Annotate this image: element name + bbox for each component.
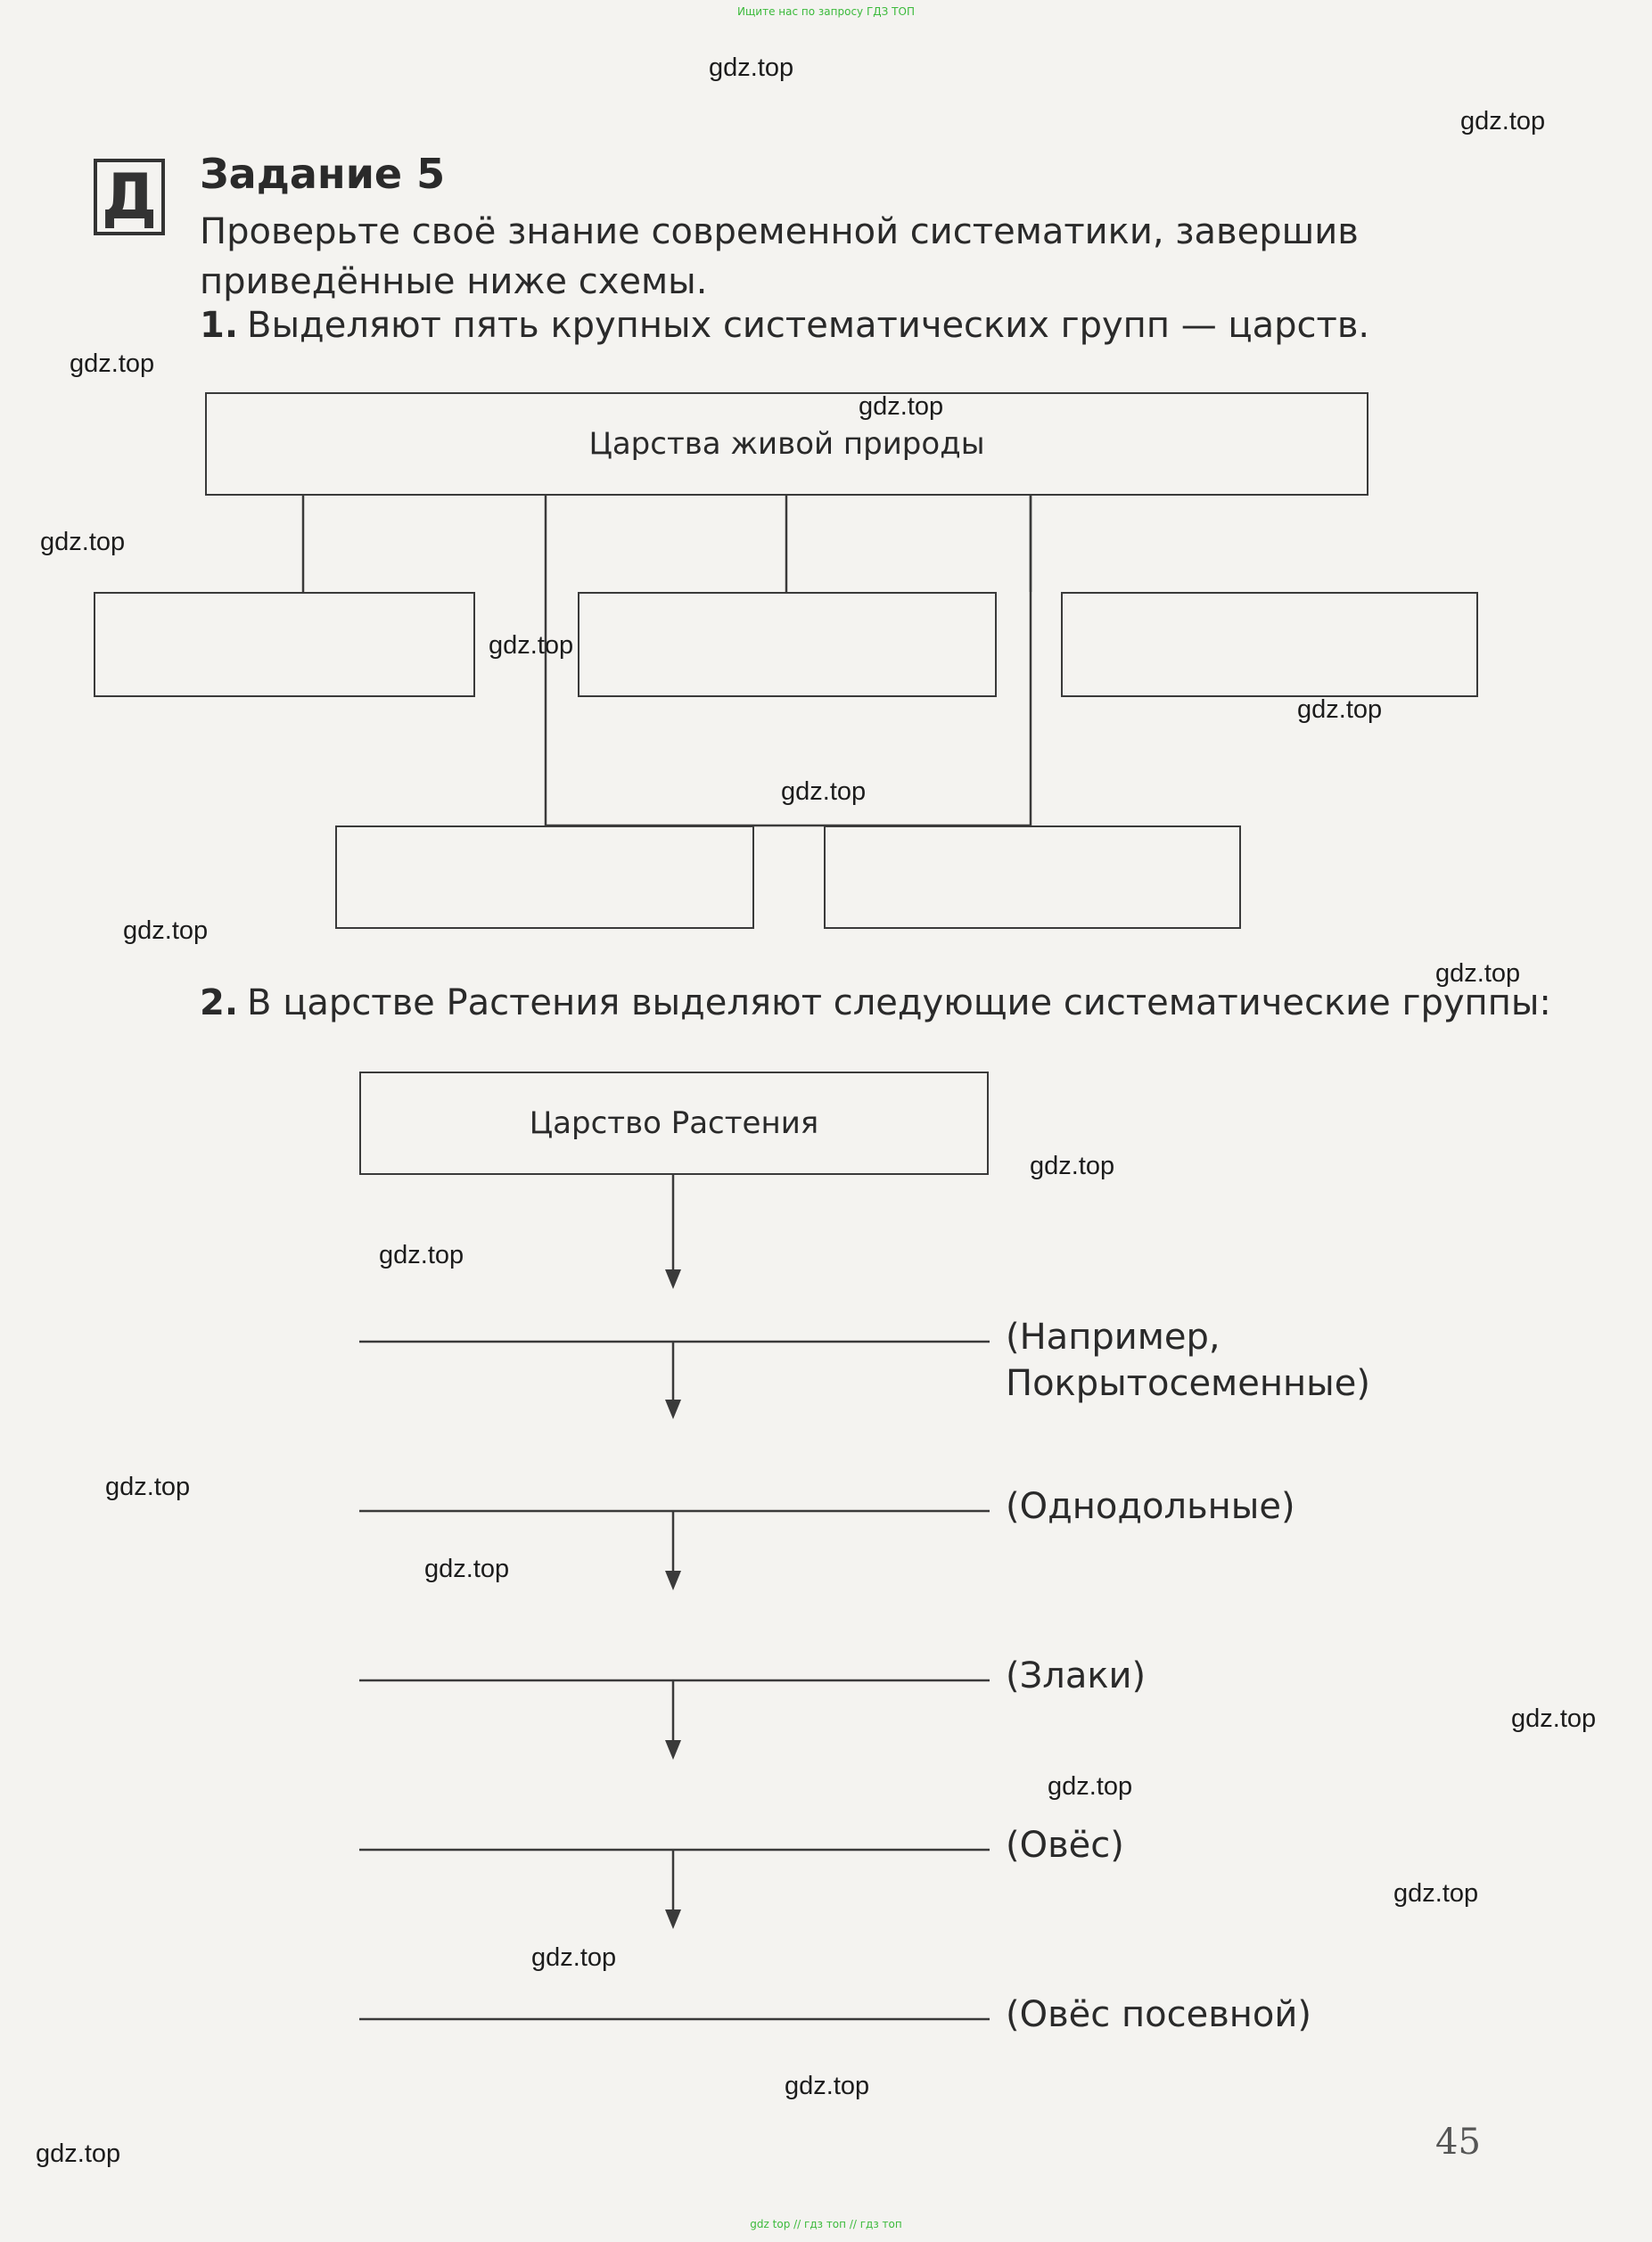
watermark: gdz.top xyxy=(36,2139,121,2168)
kingdoms-root-label: Царства живой природы xyxy=(588,426,985,462)
level-2-hint: (Однодольные) xyxy=(1006,1486,1295,1527)
level-1-hint-line-1: (Например, xyxy=(1006,1317,1221,1358)
level-1-hint-line-2: Покрытосеменные) xyxy=(1006,1363,1370,1404)
task-type-icon: Д xyxy=(94,159,165,235)
watermark: gdz.top xyxy=(424,1555,510,1583)
watermark: gdz.top xyxy=(1393,1879,1479,1908)
watermark: gdz.top xyxy=(123,916,209,945)
watermark: gdz.top xyxy=(1435,959,1521,988)
plants-root-box: Царство Растения xyxy=(359,1072,989,1175)
question-2-number: 2. xyxy=(200,982,239,1023)
watermark: gdz.top xyxy=(1048,1772,1133,1801)
question-2-text: В царстве Растения выделяют следующие си… xyxy=(247,982,1551,1023)
watermark: gdz.top xyxy=(1297,695,1383,724)
question-1: 1.Выделяют пять крупных систематических … xyxy=(200,305,1369,346)
watermark: gdz.top xyxy=(781,777,867,806)
level-4-hint: (Овёс) xyxy=(1006,1825,1124,1866)
top-banner: Ищите нас по запросу ГДЗ ТОП xyxy=(737,5,915,18)
level-3-hint: (Злаки) xyxy=(1006,1655,1147,1696)
plants-root-label: Царство Растения xyxy=(529,1105,819,1141)
kingdom-box-4[interactable] xyxy=(335,825,754,929)
kingdom-box-3[interactable] xyxy=(1061,592,1478,697)
bottom-banner: gdz top // гдз топ // гдз топ xyxy=(750,2218,902,2230)
watermark: gdz.top xyxy=(1511,1704,1597,1733)
watermark: gdz.top xyxy=(1460,107,1546,136)
watermark: gdz.top xyxy=(105,1473,191,1501)
kingdom-box-5[interactable] xyxy=(824,825,1241,929)
question-1-number: 1. xyxy=(200,305,239,346)
watermark: gdz.top xyxy=(489,631,574,660)
kingdoms-root-box: Царства живой природы xyxy=(205,392,1368,496)
question-2: 2.В царстве Растения выделяют следующие … xyxy=(200,982,1551,1023)
level-5-hint: (Овёс посевной) xyxy=(1006,1994,1312,2035)
watermark: gdz.top xyxy=(40,528,126,556)
task-title: Задание 5 xyxy=(200,150,446,198)
question-1-text: Выделяют пять крупных систематических гр… xyxy=(247,305,1370,346)
kingdom-box-1[interactable] xyxy=(94,592,475,697)
page-number: 45 xyxy=(1435,2122,1481,2163)
watermark: gdz.top xyxy=(709,53,794,82)
kingdom-box-2[interactable] xyxy=(578,592,997,697)
task-intro: Проверьте своё знание современной систем… xyxy=(200,211,1359,302)
watermark: gdz.top xyxy=(379,1241,464,1269)
watermark: gdz.top xyxy=(531,1943,617,1972)
level-1-hint: (Например, Покрытосеменные) xyxy=(1006,1314,1370,1407)
watermark: gdz.top xyxy=(785,2072,870,2100)
watermark: gdz.top xyxy=(859,392,944,421)
watermark: gdz.top xyxy=(1030,1152,1115,1180)
watermark: gdz.top xyxy=(70,349,155,378)
